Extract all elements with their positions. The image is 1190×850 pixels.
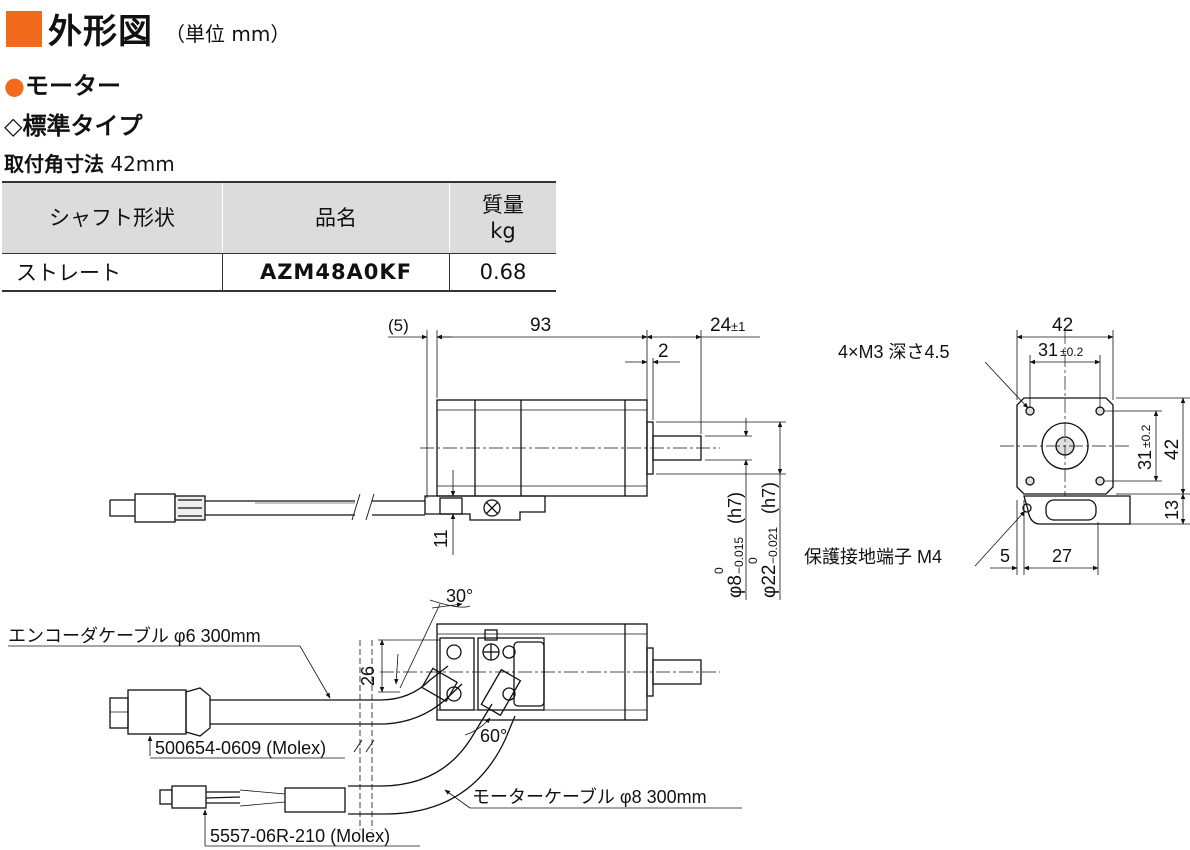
ground-screw xyxy=(483,499,501,517)
header-mass-unit: kg xyxy=(490,219,516,243)
side-dimensions xyxy=(388,330,786,600)
dim-shaft8-lower: −0.015 xyxy=(732,537,746,574)
dim-v31: 31 ±0.2 xyxy=(1135,424,1155,470)
encoder-connector xyxy=(127,689,187,735)
section-type: ◇標準タイプ xyxy=(4,106,142,141)
mount-size-label: 取付角寸法 xyxy=(4,152,104,176)
side-view xyxy=(109,399,720,523)
table-row: ストレート AZM48A0KF 0.68 xyxy=(2,253,556,292)
connector-side xyxy=(134,493,176,523)
dim-pilot22-upper: 0 xyxy=(746,557,760,564)
mount-size-value: 42mm xyxy=(110,152,175,176)
encoder-connector-label: 500654-0609 (Molex) xyxy=(155,738,326,758)
encoder-cable-label: エンコーダケーブル φ6 300mm xyxy=(8,625,261,646)
dim-f31-tol: ±0.2 xyxy=(1060,345,1084,359)
bottom-view xyxy=(109,623,720,815)
motor-connector xyxy=(171,785,207,809)
front-dimensions xyxy=(974,330,1190,575)
mount-hole xyxy=(1025,406,1035,416)
dim-93: 93 xyxy=(530,315,551,336)
header-product: 品名 xyxy=(222,181,450,254)
dim-shaft8: φ8 0 −0.015 (h7) xyxy=(712,492,746,598)
dim-11: 11 xyxy=(431,529,451,548)
diamond-icon: ◇ xyxy=(4,112,23,140)
dim-24: 24 xyxy=(710,315,732,336)
mount-hole xyxy=(1095,406,1105,416)
cell-shaft: ストレート xyxy=(2,253,223,292)
motor-connector-label: 5557-06R-210 (Molex) xyxy=(210,826,390,846)
dim-pilot22: φ22 0 −0.021 (h7) xyxy=(746,482,780,598)
dim-24-tol: ±1 xyxy=(731,319,745,334)
angle-30: 30° xyxy=(446,586,473,606)
page-title: 外形図 （単位 mm） xyxy=(6,4,290,53)
bottom-dimensions xyxy=(8,599,742,847)
motor-cable-label: モーターケーブル φ8 300mm xyxy=(472,786,707,807)
angle-60: 60° xyxy=(480,726,507,746)
header-shaft: シャフト形状 xyxy=(2,181,223,254)
ground-label: 保護接地端子 M4 xyxy=(804,547,942,567)
section-motor: ●モーター xyxy=(4,66,121,101)
cell-mass: 0.68 xyxy=(449,253,556,292)
header-mass-label: 質量 xyxy=(482,192,524,217)
dim-shaft8-upper: 0 xyxy=(712,567,726,574)
dim-pilot22-label: φ22 xyxy=(759,565,780,598)
dim-f31: 31 xyxy=(1038,340,1058,360)
cable-outlet xyxy=(1023,495,1131,525)
mount-hole xyxy=(1095,476,1105,486)
dim-v13: 13 xyxy=(1162,500,1182,520)
dim-v31-tol: ±0.2 xyxy=(1139,424,1153,448)
title-unit: （単位 mm） xyxy=(165,22,291,46)
mount-size: 取付角寸法 42mm xyxy=(4,148,175,177)
orange-square-icon xyxy=(6,10,42,47)
mount-hole xyxy=(1025,476,1035,486)
cell-product: AZM48A0KF xyxy=(222,253,450,292)
title-text: 外形図 xyxy=(48,12,153,52)
dim-shaft8-label: φ8 xyxy=(725,575,746,598)
dim-pilot22-lower: −0.021 xyxy=(766,527,780,564)
section-type-label: 標準タイプ xyxy=(22,112,143,140)
dim-26: 26 xyxy=(358,666,378,686)
dim-v31-label: 31 xyxy=(1135,450,1155,470)
dim-f42: 42 xyxy=(1052,315,1073,336)
dim-v42: 42 xyxy=(1162,439,1183,460)
dim-2: 2 xyxy=(658,341,669,362)
section-motor-label: モーター xyxy=(24,72,121,100)
front-view xyxy=(1000,330,1131,525)
dim-shaft8-fit: (h7) xyxy=(725,492,745,524)
holes-label: 4×M3 深さ4.5 xyxy=(838,342,950,362)
orange-circle-icon: ● xyxy=(4,72,25,100)
dim-5: (5) xyxy=(388,316,409,335)
dim-pilot22-fit: (h7) xyxy=(759,482,779,514)
dim-5b: 5 xyxy=(1000,546,1010,566)
dim-27: 27 xyxy=(1052,546,1072,566)
cable-bracket xyxy=(424,495,546,521)
